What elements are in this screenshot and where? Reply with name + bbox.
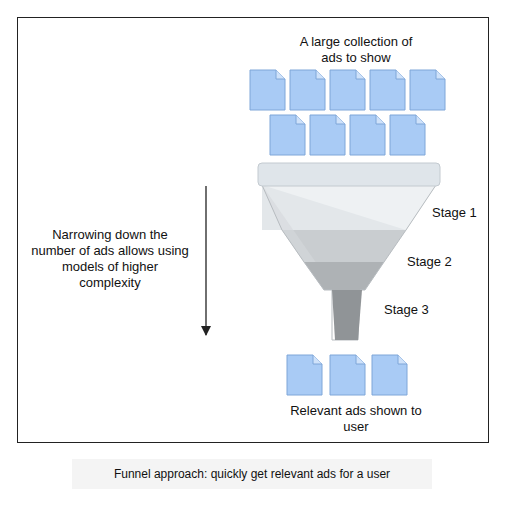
result-label: Relevant ads shown to user [286, 403, 426, 435]
ad-documents [287, 355, 407, 395]
stage-label: Stage 3 [384, 302, 429, 318]
down-arrow [205, 186, 206, 335]
ad-documents [250, 70, 445, 155]
caption-text: Funnel approach: quickly get relevant ad… [114, 467, 390, 481]
caption-box: Funnel approach: quickly get relevant ad… [72, 459, 432, 489]
collection-label: A large collection of ads to show [294, 34, 418, 66]
diagram-panel: A large collection of ads to showNarrowi… [18, 18, 488, 442]
stage-label: Stage 2 [407, 254, 452, 270]
funnel-shape [258, 163, 440, 340]
diagram-frame: A large collection of ads to showNarrowi… [17, 17, 489, 443]
note-text: Narrowing down the number of ads allows … [31, 227, 189, 291]
stage-label: Stage 1 [432, 205, 477, 221]
